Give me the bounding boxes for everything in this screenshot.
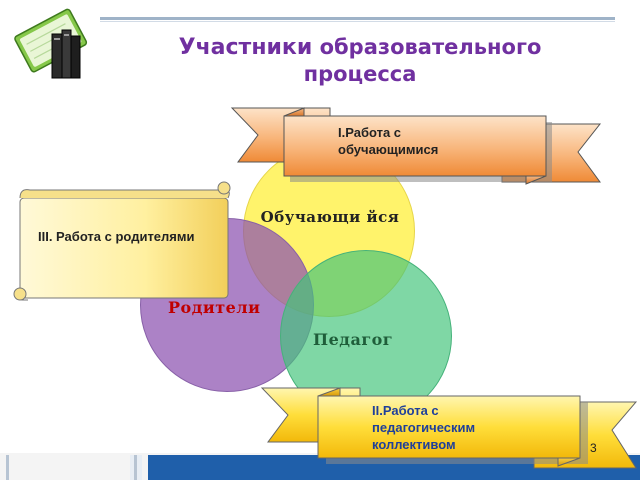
- slide-title: Участники образовательного процесса: [110, 34, 610, 88]
- banner-work-teachers-text: II.Работа с педагогическим коллективом: [372, 403, 476, 452]
- label-students: Обучающи йся: [260, 208, 400, 226]
- header-rule: [100, 17, 615, 20]
- scroll-work-parents-text: III. Работа с родителями: [38, 229, 195, 244]
- label-teacher: Педагог: [313, 330, 394, 349]
- scroll-work-parents: [13, 181, 231, 301]
- page-number: 3: [590, 441, 597, 455]
- label-parents: Родители: [168, 298, 261, 317]
- banner-work-teachers: [260, 387, 638, 469]
- title-word-1: Участники: [178, 35, 313, 60]
- title-line-2: процесса: [303, 62, 417, 86]
- banner-work-students: [230, 107, 602, 185]
- header-rule-thin: [100, 21, 615, 22]
- books-icon: [14, 8, 88, 79]
- title-word-2: образовательного: [319, 35, 542, 59]
- banner-work-students-text: I.Работа с обучающимися: [338, 125, 439, 157]
